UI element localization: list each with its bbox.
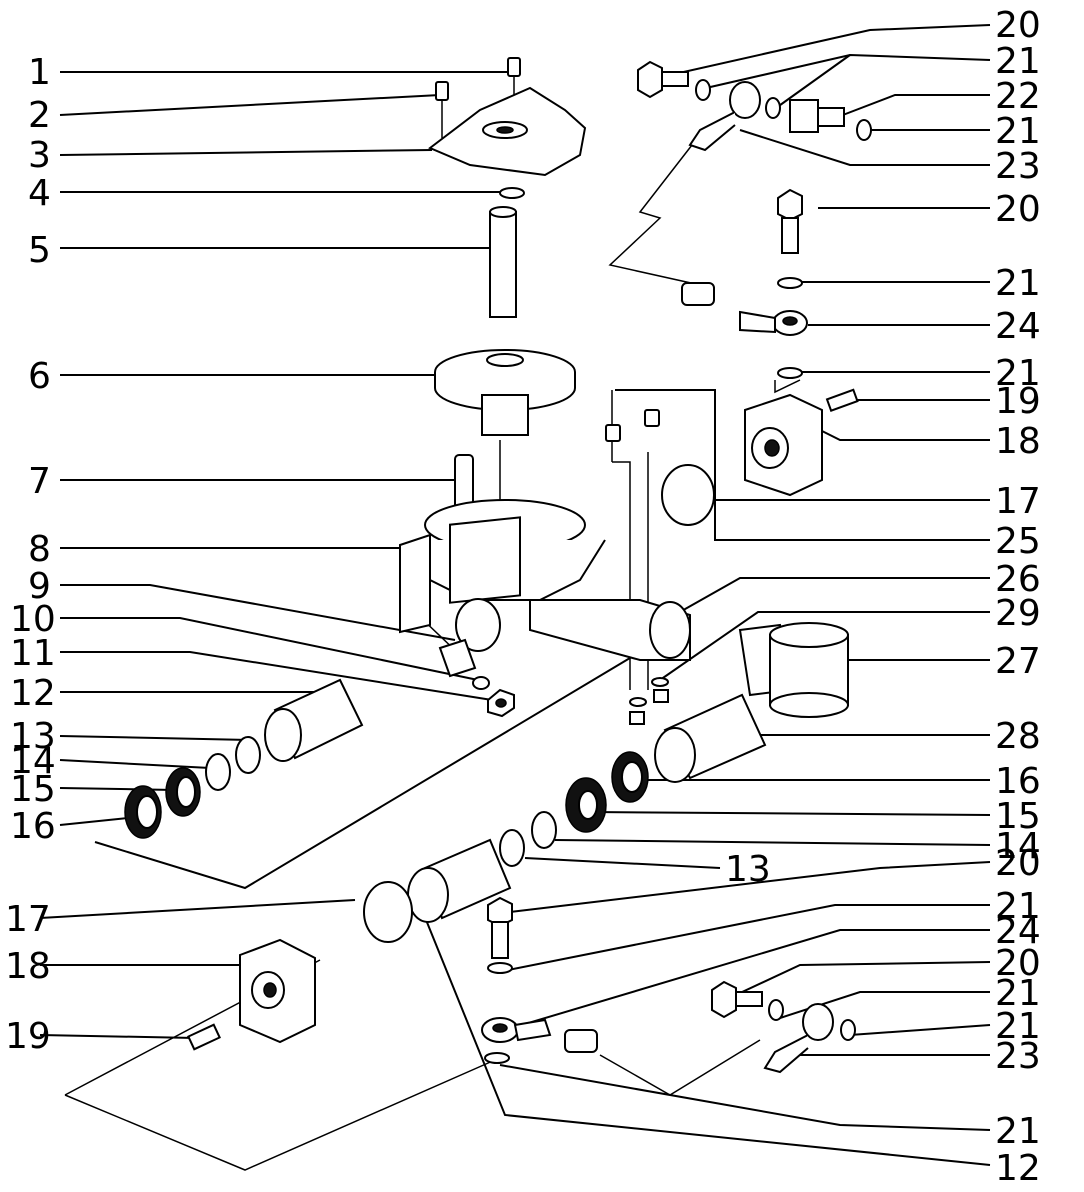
- part-oring-17b: [363, 881, 413, 943]
- callout-20a: 20: [995, 5, 1041, 46]
- callout-22: 22: [995, 76, 1041, 117]
- callout-5: 5: [28, 230, 51, 271]
- callout-14b: 14: [995, 826, 1041, 867]
- part-gear-6: [434, 349, 576, 436]
- part-flange-18a: [744, 393, 823, 497]
- part-screw-2: [435, 81, 449, 138]
- callout-20d: 20: [995, 943, 1041, 984]
- callout-26: 26: [995, 559, 1041, 600]
- part-flange-18b: [239, 938, 316, 1044]
- part-housing-8: [399, 499, 691, 661]
- callout-29: 29: [995, 593, 1041, 634]
- callout-4: 4: [28, 173, 51, 214]
- callout-21h: 21: [995, 1111, 1041, 1152]
- callout-7: 7: [28, 461, 51, 502]
- callout-17b: 17: [5, 899, 51, 940]
- callout-21e: 21: [995, 886, 1041, 927]
- callout-8: 8: [28, 529, 51, 570]
- part-banjo-24b: [481, 1017, 598, 1053]
- part-orings-13-14a: [205, 736, 261, 791]
- callout-21f: 21: [995, 973, 1041, 1014]
- part-pipe-9: [438, 638, 477, 678]
- part-banjo-bolt-20a: [637, 60, 689, 99]
- callout-20c: 20: [995, 843, 1041, 884]
- part-banjo-23a: [688, 81, 761, 152]
- part-top-cover-3: [428, 86, 587, 177]
- part-washer-4: [499, 187, 525, 199]
- callout-3: 3: [28, 135, 51, 176]
- callout-21b: 21: [995, 111, 1041, 152]
- part-bolt-20c: [487, 896, 513, 959]
- part-washers-21fg: [768, 999, 856, 1041]
- callout-20b: 20: [995, 189, 1041, 230]
- part-screws-25: [605, 409, 660, 442]
- part-seal-16a: [124, 785, 162, 839]
- callout-11: 11: [10, 633, 56, 674]
- callout-19a: 19: [995, 381, 1041, 422]
- callout-19b: 19: [5, 1016, 51, 1057]
- callout-23a: 23: [995, 146, 1041, 187]
- part-washer-10: [472, 676, 490, 690]
- callout-18b: 18: [5, 946, 51, 987]
- callout-16b: 16: [995, 761, 1041, 802]
- callout-24b: 24: [995, 911, 1041, 952]
- callout-24a: 24: [995, 306, 1041, 347]
- callout-12a: 12: [10, 673, 56, 714]
- callout-13a: 13: [10, 716, 56, 757]
- callout-28: 28: [995, 716, 1041, 757]
- callout-numbers: 1 2 3 4 5 6 7 8 9 10 11 12 13 14 15 16 2…: [5, 5, 1041, 1189]
- leader-lines: [39, 24, 991, 1171]
- part-washer-21d: [777, 367, 803, 379]
- callout-15a: 15: [10, 769, 56, 810]
- part-bolt-20b: [777, 188, 803, 254]
- part-oring-17a: [661, 464, 715, 526]
- part-washer-21c: [777, 277, 803, 289]
- part-banjo-24a: [681, 282, 808, 336]
- part-orings-13-14b: [499, 811, 557, 867]
- callout-21c: 21: [995, 263, 1041, 304]
- callout-27: 27: [995, 641, 1041, 682]
- part-washer-21h: [484, 1052, 510, 1064]
- callout-9: 9: [28, 566, 51, 607]
- callout-1: 1: [28, 52, 51, 93]
- callout-6: 6: [28, 356, 51, 397]
- callout-23b: 23: [995, 1036, 1041, 1077]
- callout-21d: 21: [995, 353, 1041, 394]
- callout-18a: 18: [995, 421, 1041, 462]
- callout-21g: 21: [995, 1006, 1041, 1047]
- callout-13b: 13: [725, 849, 771, 890]
- part-screw-19b: [187, 1023, 221, 1051]
- part-nut-11: [487, 688, 515, 718]
- part-nuts-26-29: [629, 677, 669, 725]
- part-cylinder-28: [654, 693, 767, 783]
- callout-14a: 14: [10, 741, 56, 782]
- callout-2: 2: [28, 95, 51, 136]
- callout-10: 10: [10, 599, 56, 640]
- part-shaft-5: [489, 206, 517, 318]
- part-seal-16b: [611, 751, 649, 803]
- callout-25: 25: [995, 521, 1041, 562]
- part-seal-15a: [165, 767, 201, 817]
- part-seal-15b: [565, 777, 607, 833]
- part-cylinder-12a: [264, 678, 364, 762]
- part-bolt-20d: [711, 980, 763, 1019]
- callout-16a: 16: [10, 806, 56, 847]
- callout-21a: 21: [995, 41, 1041, 82]
- part-screw-19a: [825, 388, 859, 412]
- callout-12b: 12: [995, 1148, 1041, 1189]
- callout-17a: 17: [995, 481, 1041, 522]
- part-washer-21e: [487, 962, 513, 974]
- part-housing-27: [738, 622, 849, 718]
- callout-15b: 15: [995, 796, 1041, 837]
- part-banjo-23b: [763, 1003, 834, 1074]
- part-fitting-22: [789, 99, 845, 133]
- part-washers-21-top: [695, 79, 872, 141]
